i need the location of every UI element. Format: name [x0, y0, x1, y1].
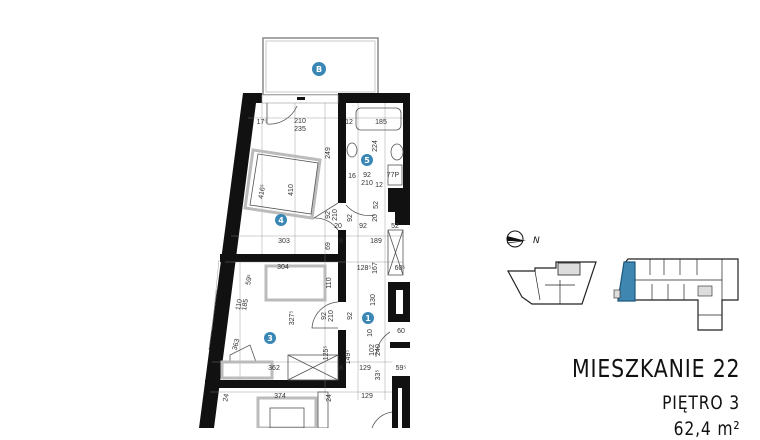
desk-room3: [264, 264, 327, 302]
sink: [346, 142, 358, 158]
svg-text:33⁵: 33⁵: [375, 370, 382, 381]
balcony-door-swing: [266, 103, 298, 125]
svg-text:5: 5: [364, 156, 370, 165]
wall-bedroom-room3: [220, 254, 346, 262]
svg-text:92: 92: [347, 312, 354, 320]
toilet: [390, 143, 404, 161]
svg-text:249: 249: [325, 147, 332, 159]
apartment-title: MIESZKANIE 22: [571, 354, 740, 383]
svg-text:59⁵: 59⁵: [396, 365, 407, 372]
svg-text:185: 185: [241, 298, 250, 311]
svg-text:24: 24: [326, 394, 333, 402]
svg-text:235: 235: [294, 126, 306, 133]
svg-text:69: 69: [325, 242, 332, 250]
svg-text:128⁵: 128⁵: [357, 265, 372, 272]
svg-text:12: 12: [375, 182, 383, 189]
svg-text:24: 24: [222, 393, 230, 402]
svg-text:110: 110: [326, 277, 333, 288]
svg-text:3: 3: [267, 334, 273, 343]
svg-text:N: N: [533, 236, 540, 246]
floor-plan: B 5 4 3 1 17⁵ 210 235 249 410 416⁵ 303 9…: [199, 37, 739, 428]
svg-text:410: 410: [288, 184, 295, 196]
svg-text:110: 110: [235, 299, 244, 311]
north-arrow-icon: N: [506, 230, 540, 248]
svg-text:60⁵: 60⁵: [395, 265, 406, 272]
svg-text:17⁵: 17⁵: [257, 119, 268, 126]
bathroom-door: [345, 204, 376, 216]
room-marker-4: 4: [275, 214, 287, 226]
wall-top-bathroom: [338, 93, 410, 103]
svg-text:167: 167: [372, 262, 379, 274]
bathtub: [355, 107, 402, 131]
svg-text:12: 12: [345, 119, 353, 126]
svg-text:92: 92: [363, 172, 371, 179]
svg-text:210: 210: [332, 209, 339, 221]
svg-text:125⁵: 125⁵: [323, 346, 330, 361]
svg-text:189: 189: [370, 238, 382, 245]
svg-text:362: 362: [268, 365, 280, 372]
bedroom-door: [312, 202, 339, 231]
svg-text:416⁵: 416⁵: [258, 184, 267, 200]
svg-text:374: 374: [274, 393, 286, 400]
wardrobe-room3: [287, 354, 339, 381]
svg-text:92: 92: [325, 211, 332, 219]
svg-text:52: 52: [373, 201, 380, 209]
svg-text:130: 130: [370, 294, 377, 306]
svg-text:240: 240: [375, 344, 382, 356]
svg-text:92: 92: [321, 312, 328, 320]
room-marker-3: 3: [264, 332, 276, 344]
room-marker-1: 1: [362, 312, 374, 324]
dimension-labels: 17⁵ 210 235 249 410 416⁵ 303 92 210 20 9…: [222, 118, 406, 402]
svg-text:1: 1: [365, 314, 371, 323]
floor-label: PIĘTRO 3: [662, 392, 740, 414]
svg-text:363: 363: [232, 338, 242, 351]
svg-text:16: 16: [348, 173, 356, 180]
room3-door: [311, 301, 339, 329]
svg-text:60: 60: [397, 328, 405, 335]
svg-text:92: 92: [359, 223, 367, 230]
bed: [243, 148, 322, 220]
area-label: 62,4 m²: [673, 418, 740, 440]
room-marker-5: 5: [361, 154, 373, 166]
svg-text:B: B: [316, 65, 322, 74]
svg-text:129: 129: [361, 393, 373, 400]
svg-text:20: 20: [372, 214, 379, 222]
svg-text:20: 20: [334, 223, 342, 230]
svg-text:210: 210: [294, 118, 306, 125]
svg-text:303: 303: [278, 238, 290, 245]
wardrobe-hall: [387, 229, 404, 276]
svg-text:92: 92: [347, 214, 354, 222]
building-key-plan: [506, 258, 739, 331]
entrance-door: [375, 331, 391, 358]
svg-text:8: 8: [339, 365, 343, 372]
svg-text:77P: 77P: [387, 172, 400, 179]
wall-room3-bottom: [205, 380, 346, 388]
svg-text:10: 10: [367, 329, 374, 337]
svg-text:185: 185: [375, 119, 387, 126]
svg-text:224: 224: [372, 140, 379, 152]
svg-text:52: 52: [391, 223, 399, 230]
room-marker-balcony: B: [312, 62, 326, 76]
svg-text:8: 8: [339, 238, 343, 245]
svg-text:102: 102: [369, 344, 376, 356]
svg-text:129: 129: [359, 365, 371, 372]
washing-machine: [387, 164, 403, 186]
svg-text:210: 210: [328, 310, 335, 322]
svg-text:304: 304: [277, 264, 289, 271]
svg-text:210: 210: [361, 180, 373, 187]
svg-text:149⁵: 149⁵: [345, 350, 352, 365]
svg-text:59⁵: 59⁵: [245, 274, 254, 286]
svg-text:4: 4: [278, 216, 284, 225]
svg-text:327⁵: 327⁵: [289, 311, 296, 326]
